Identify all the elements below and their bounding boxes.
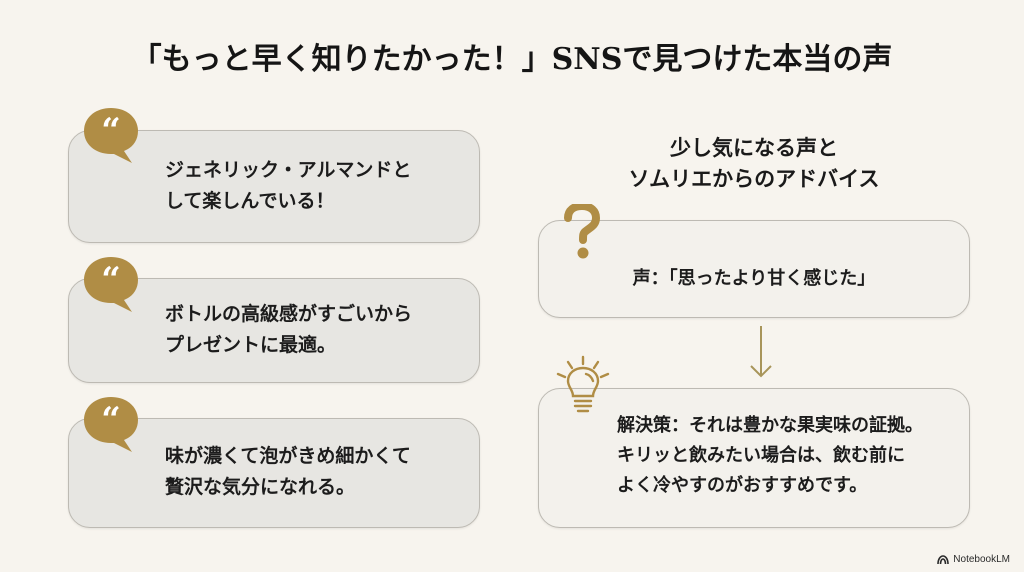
testimonial-text: 味が濃くて泡がきめ細かくて 贅沢な気分になれる。: [165, 445, 411, 498]
arrow-down-icon: [750, 326, 772, 378]
lightbulb-icon: [556, 355, 610, 413]
brand-watermark: NotebookLM: [937, 554, 1010, 565]
advice-text: 解決策：それは豊かな果実味の証拠。 キリッと飲みたい場合は、飲む前に よく冷やす…: [617, 415, 923, 496]
testimonial-card-2: ボトルの高級感がすごいから プレゼントに最適。: [68, 278, 480, 383]
quote-bubble-icon: “: [84, 397, 138, 452]
page-title: 「もっと早く知りたかった！」SNSで見つけた本当の声: [131, 42, 893, 77]
svg-text:“: “: [101, 400, 121, 440]
testimonial-card-3: 味が濃くて泡がきめ細かくて 贅沢な気分になれる。: [68, 418, 480, 528]
concern-card: 声：「思ったより甘く感じた」: [538, 220, 970, 318]
subtitle-line-2: ソムリエからのアドバイス: [628, 166, 880, 191]
testimonial-text: ボトルの高級感がすごいから プレゼントに最適。: [165, 303, 413, 356]
quote-bubble-icon: “: [84, 257, 138, 312]
svg-text:“: “: [101, 260, 121, 300]
notebooklm-logo-icon: [937, 555, 950, 564]
brand-label: NotebookLM: [953, 554, 1010, 565]
testimonial-card-1: ジェネリック・アルマンドと して楽しんでいる！: [68, 130, 480, 243]
advice-card: 解決策：それは豊かな果実味の証拠。 キリッと飲みたい場合は、飲む前に よく冷やす…: [538, 388, 970, 528]
testimonial-text: ジェネリック・アルマンドと して楽しんでいる！: [165, 159, 412, 212]
question-mark-icon: [564, 204, 601, 259]
svg-text:“: “: [101, 111, 121, 151]
section-subtitle: 少し気になる声と ソムリエからのアドバイス: [538, 132, 970, 194]
subtitle-line-1: 少し気になる声と: [670, 135, 838, 160]
concern-text: 声：「思ったより甘く感じた」: [632, 268, 876, 289]
quote-bubble-icon: “: [84, 108, 138, 163]
